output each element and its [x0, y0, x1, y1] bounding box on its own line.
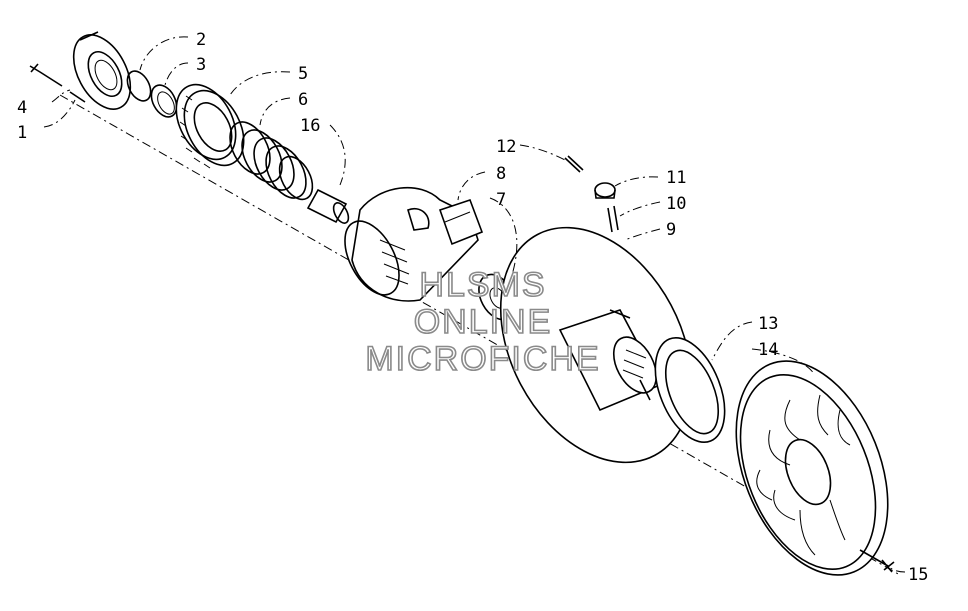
- callout-16: 16: [300, 116, 320, 136]
- callout-5: 5: [298, 64, 308, 84]
- callout-13: 13: [758, 314, 778, 334]
- callout-9: 9: [666, 220, 676, 240]
- callout-3: 3: [196, 55, 206, 75]
- callout-11: 11: [666, 168, 686, 188]
- part-spring: [229, 121, 314, 201]
- part-pin: [564, 155, 584, 173]
- part-stud: [607, 205, 619, 233]
- watermark: HLSMS ONLINE MICROFICHE: [365, 265, 600, 379]
- callout-6: 6: [298, 90, 308, 110]
- part-bolt: [859, 549, 895, 573]
- part-snap-ring: [126, 70, 152, 102]
- part-bolt-small: [29, 63, 63, 87]
- watermark-line-3: MICROFICHE: [365, 340, 600, 378]
- part-gear-ring: [175, 83, 245, 169]
- callout-10: 10: [666, 194, 686, 214]
- callout-1: 1: [17, 123, 27, 143]
- part-nut: [594, 182, 616, 199]
- watermark-line-2: ONLINE: [414, 303, 553, 341]
- callout-8: 8: [496, 164, 506, 184]
- part-fan-cover: [735, 360, 889, 576]
- callout-14: 14: [758, 340, 778, 360]
- part-bushing-ring: [150, 84, 178, 118]
- watermark-line-1: HLSMS: [419, 266, 546, 304]
- part-bearing-plate: [654, 336, 726, 444]
- callout-2: 2: [196, 30, 206, 50]
- callout-15: 15: [908, 565, 928, 585]
- part-cover-plate: [69, 31, 132, 110]
- part-sheave: [499, 226, 693, 464]
- callout-12: 12: [496, 137, 516, 157]
- part-arm: [438, 198, 484, 246]
- callout-7: 7: [496, 190, 506, 210]
- leader-lines: [43, 36, 906, 573]
- callout-labels: 1 2 3 4 5 6 7 8 9 10 11 12 13 14 15 16: [17, 30, 928, 585]
- part-sleeve: [306, 188, 350, 224]
- callout-4: 4: [17, 98, 27, 118]
